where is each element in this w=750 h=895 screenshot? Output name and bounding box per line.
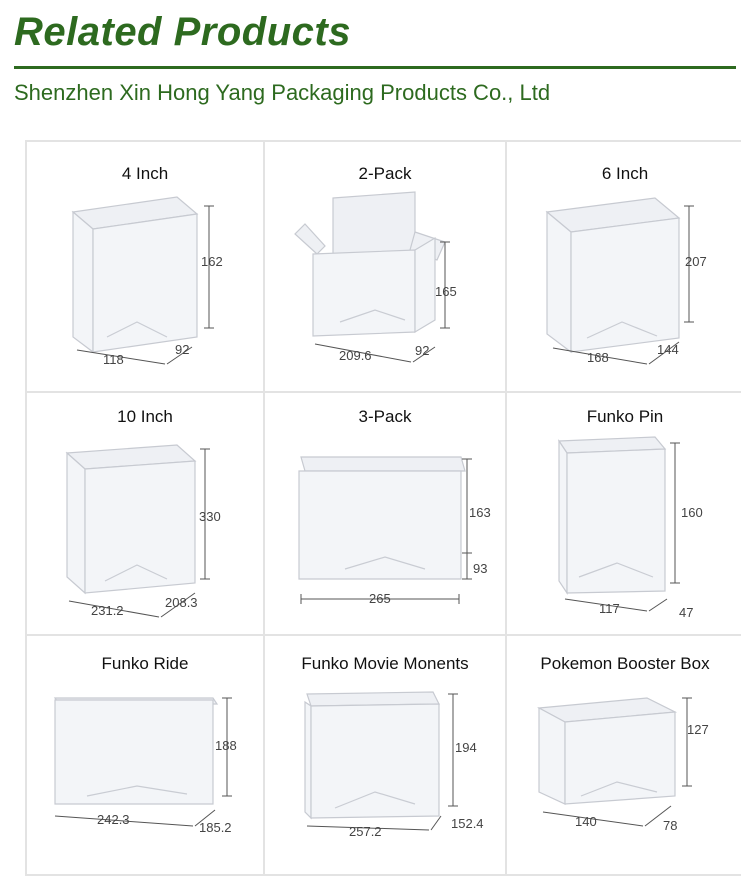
product-card-10-inch[interactable]: 10 Inch 330 231.2 208.3 bbox=[27, 393, 263, 634]
height-label: 207 bbox=[685, 254, 707, 269]
product-card-2-pack[interactable]: 2-Pack 165 209.6 92 bbox=[265, 142, 505, 391]
product-card-funko-ride[interactable]: Funko Ride 188 242.3 185.2 bbox=[27, 636, 263, 874]
depth-label: 92 bbox=[175, 342, 189, 357]
product-card-3-pack[interactable]: 3-Pack 163 93 265 bbox=[265, 393, 505, 634]
width-label: 265 bbox=[369, 591, 391, 606]
box-drawing: 165 209.6 92 bbox=[294, 191, 457, 363]
product-name: 2-Pack bbox=[358, 164, 412, 183]
width-label: 242.3 bbox=[97, 812, 130, 827]
box-drawing: 162 118 92 bbox=[71, 196, 223, 367]
width-label: 118 bbox=[103, 352, 124, 367]
width-label: 168 bbox=[587, 350, 609, 365]
product-name: 3-Pack bbox=[358, 407, 412, 426]
depth-label: 47 bbox=[679, 605, 693, 620]
company-name: Shenzhen Xin Hong Yang Packaging Product… bbox=[14, 80, 551, 105]
page-title: Related Products bbox=[14, 10, 351, 54]
width-label: 257.2 bbox=[349, 824, 382, 839]
height-label: 127 bbox=[687, 722, 709, 737]
product-card-6-inch[interactable]: 6 Inch 207 168 144 bbox=[507, 142, 743, 391]
product-name: Funko Pin bbox=[586, 407, 664, 426]
width-label: 231.2 bbox=[91, 603, 124, 618]
product-name: Funko Movie Monents bbox=[301, 654, 469, 673]
width-label: 117 bbox=[599, 601, 620, 616]
box-drawing: 163 93 265 bbox=[298, 456, 491, 606]
depth-label: 92 bbox=[415, 343, 429, 358]
product-name: Funko Ride bbox=[101, 654, 189, 673]
box-drawing: 188 242.3 185.2 bbox=[53, 697, 237, 835]
depth-label: 208.3 bbox=[165, 595, 198, 610]
box-drawing: 207 168 144 bbox=[545, 197, 707, 365]
product-card-pokemon-booster-box[interactable]: Pokemon Booster Box 127 140 78 bbox=[507, 636, 743, 874]
product-card-funko-movie-monents[interactable]: Funko Movie Monents 194 257.2 152.4 bbox=[265, 636, 505, 874]
width-label: 140 bbox=[575, 814, 597, 829]
product-grid: 4 Inch 162 118 92 2-Pack bbox=[25, 140, 743, 876]
box-drawing: 127 140 78 bbox=[536, 697, 709, 833]
title-divider bbox=[14, 66, 736, 69]
depth-label: 152.4 bbox=[451, 816, 484, 831]
depth-label: 185.2 bbox=[199, 820, 232, 835]
height-label: 188 bbox=[215, 738, 237, 753]
depth-label: 93 bbox=[473, 561, 487, 576]
box-drawing: 194 257.2 152.4 bbox=[304, 691, 484, 839]
height-label: 163 bbox=[469, 505, 491, 520]
product-name: 10 Inch bbox=[117, 407, 173, 426]
product-name: Pokemon Booster Box bbox=[540, 654, 710, 673]
height-label: 330 bbox=[199, 509, 221, 524]
product-name: 4 Inch bbox=[121, 164, 169, 183]
product-card-funko-pin[interactable]: Funko Pin 160 117 47 bbox=[507, 393, 743, 634]
height-label: 162 bbox=[201, 254, 223, 269]
depth-label: 144 bbox=[657, 342, 679, 357]
height-label: 160 bbox=[681, 505, 703, 520]
height-label: 165 bbox=[435, 284, 457, 299]
box-drawing: 160 117 47 bbox=[557, 436, 703, 620]
width-label: 209.6 bbox=[339, 348, 372, 363]
product-card-4-inch[interactable]: 4 Inch 162 118 92 bbox=[27, 142, 263, 391]
height-label: 194 bbox=[455, 740, 477, 755]
depth-label: 78 bbox=[663, 818, 677, 833]
product-name: 6 Inch bbox=[601, 164, 649, 183]
box-drawing: 330 231.2 208.3 bbox=[65, 444, 221, 618]
